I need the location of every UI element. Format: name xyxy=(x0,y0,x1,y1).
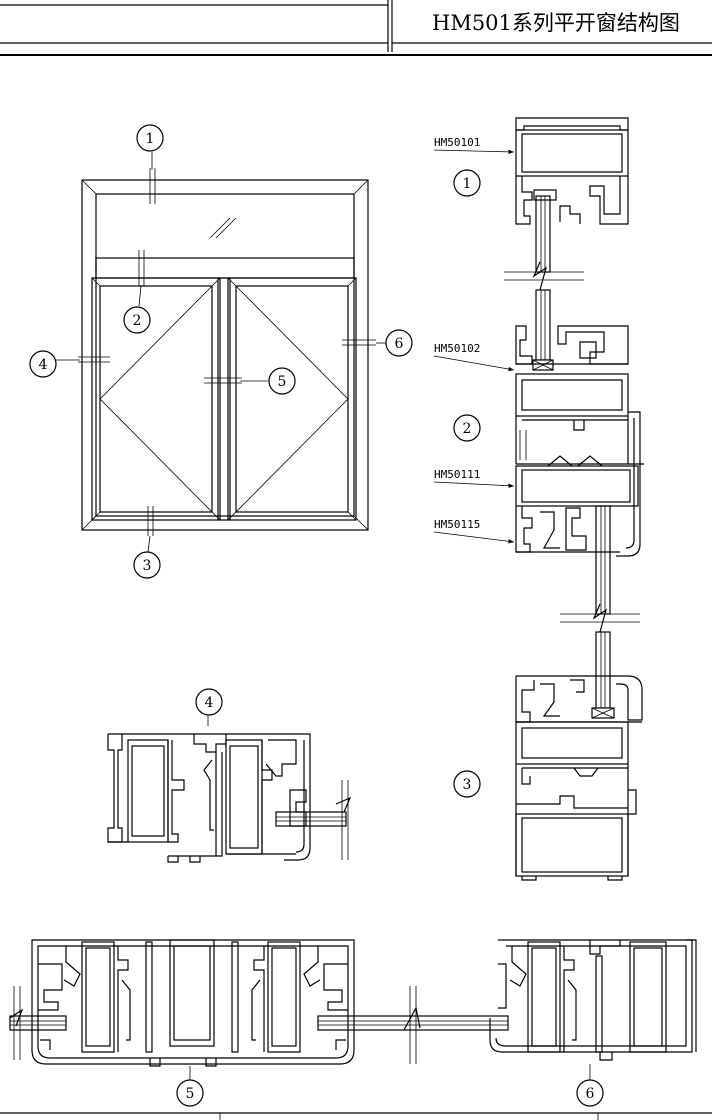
section-5 xyxy=(9,939,509,1080)
callout-1-section: 1 xyxy=(453,169,481,197)
callout-6-section: 6 xyxy=(576,1079,604,1107)
callout-5-section: 5 xyxy=(176,1079,204,1107)
svg-text:2: 2 xyxy=(133,313,142,329)
svg-text:6: 6 xyxy=(586,1086,595,1102)
svg-text:1: 1 xyxy=(146,131,155,147)
callout-3-elevation: 3 xyxy=(133,551,161,579)
callout-4-section: 4 xyxy=(195,688,223,716)
callout-2-section: 2 xyxy=(453,414,481,442)
svg-text:6: 6 xyxy=(395,336,404,352)
part-label-hm50111: HM50111 xyxy=(434,468,480,481)
section-6 xyxy=(489,939,697,1080)
svg-text:5: 5 xyxy=(186,1086,195,1102)
part-label-hm50115: HM50115 xyxy=(434,518,480,531)
callout-1-elevation: 1 xyxy=(136,124,164,152)
callout-2-elevation: 2 xyxy=(123,306,151,334)
part-label-leaders xyxy=(433,149,515,544)
svg-text:4: 4 xyxy=(205,695,214,711)
drawing-title: HM501系列平开窗结构图 xyxy=(432,11,680,35)
callout-3-section: 3 xyxy=(453,770,481,798)
callout-4-elevation: 4 xyxy=(29,350,57,378)
callout-5-elevation: 5 xyxy=(268,367,296,395)
title-block: HM501系列平开窗结构图 xyxy=(0,0,712,56)
callout-6-elevation: 6 xyxy=(385,329,413,357)
vertical-section xyxy=(504,117,644,881)
svg-text:5: 5 xyxy=(278,374,287,390)
part-label-hm50102: HM50102 xyxy=(434,342,480,355)
window-elevation xyxy=(56,152,386,553)
section-4 xyxy=(107,714,352,863)
svg-text:3: 3 xyxy=(143,558,152,574)
bottom-border xyxy=(0,1112,712,1120)
svg-text:4: 4 xyxy=(39,357,48,373)
part-label-hm50101: HM50101 xyxy=(434,136,480,149)
svg-text:1: 1 xyxy=(463,176,472,192)
svg-text:2: 2 xyxy=(463,421,472,437)
svg-text:3: 3 xyxy=(463,777,472,793)
